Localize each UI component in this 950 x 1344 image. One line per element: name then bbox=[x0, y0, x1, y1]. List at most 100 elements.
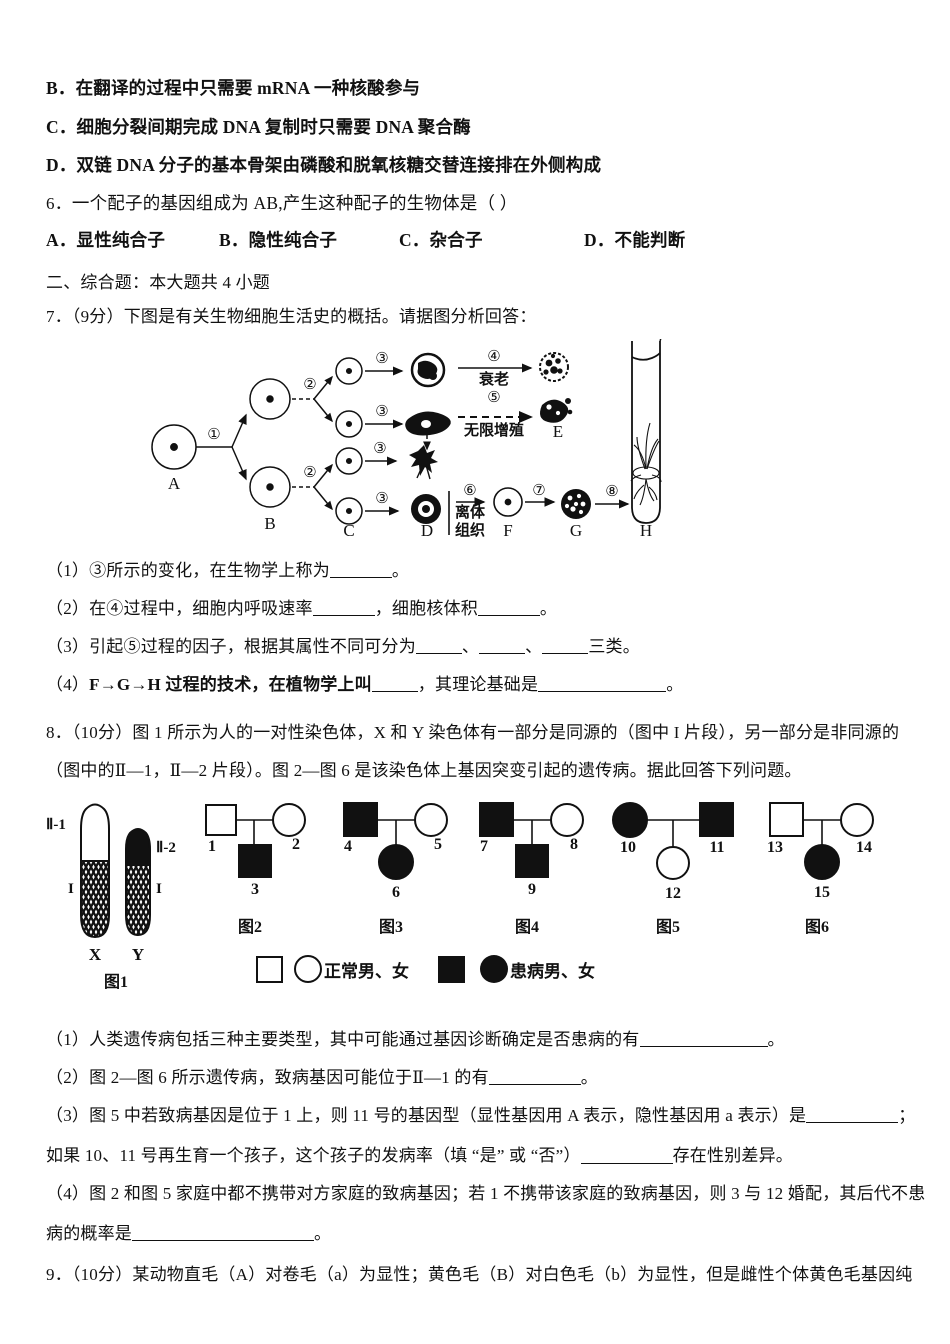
question-9-score: （10分） bbox=[71, 1264, 133, 1284]
q7-sub-1-tail: 。 bbox=[391, 560, 410, 580]
question-6-text: 一个配子的基因组成为 AB,产生这种配子的生物体是（ ） bbox=[71, 192, 518, 213]
q7-sub-3-text-1: 引起⑤过程的因子，根据其属性不同可分为 bbox=[89, 636, 416, 656]
option-c-label: C． bbox=[46, 116, 77, 137]
q7-sub-4-text-2: ，其理论基础是 bbox=[417, 675, 539, 695]
member-id-4: 4 bbox=[344, 838, 352, 855]
q7-sub-3-no: （3） bbox=[46, 636, 90, 656]
pedigree-fig5: 10 11 12 图5 bbox=[612, 802, 734, 936]
q8-sub-1-no: （1） bbox=[46, 1030, 90, 1050]
q8-sub-3-cont-blank[interactable] bbox=[580, 1146, 673, 1164]
member-id-11: 11 bbox=[709, 839, 724, 856]
q7-sub-2-text-2: ，细胞核体积 bbox=[374, 598, 478, 618]
annotation-tissue-2: 组织 bbox=[455, 521, 485, 539]
member-id-2: 2 bbox=[292, 836, 300, 853]
annotation-tissue-1: 离体 bbox=[455, 503, 486, 521]
member-id-8: 8 bbox=[570, 836, 578, 853]
q8-sub-3-tail: ； bbox=[898, 1106, 916, 1126]
question-8-text-1: 图 1 所示为人的一对性染色体，X 和 Y 染色体有一部分是同源的（图中 I 片… bbox=[132, 723, 900, 743]
q7-sub-1: （1）③所示的变化，在生物学上称为 。 bbox=[46, 561, 918, 579]
q7-sub-1-no: （1） bbox=[46, 560, 90, 580]
q8-sub-2: （2）图 2—图 6 所示遗传病，致病基因可能位于Ⅱ—1 的有。 bbox=[46, 1068, 918, 1086]
figure-5-caption: 图5 bbox=[656, 918, 680, 936]
member-id-13: 13 bbox=[767, 839, 783, 856]
q7-sub-2-blank-2[interactable] bbox=[477, 599, 540, 616]
q7-sub-1-text: ③所示的变化，在生物学上称为 bbox=[89, 560, 330, 580]
annotation-unlimited-proliferation: 无限增殖 bbox=[463, 421, 524, 439]
member-id-10: 10 bbox=[620, 839, 636, 856]
q6-option-b: B．隐性纯合子 bbox=[219, 230, 338, 250]
q8-sub-4-no: （4） bbox=[46, 1183, 90, 1203]
option-d-label: D． bbox=[46, 155, 77, 175]
q8-sub-4-cont-blank[interactable] bbox=[132, 1224, 314, 1241]
q7-sub-2-tail: 。 bbox=[539, 598, 558, 618]
member-id-1: 1 bbox=[208, 838, 216, 855]
q8-sub-2-tail: 。 bbox=[580, 1068, 598, 1088]
q8-sub-2-text: 图 2—图 6 所示遗传病，致病基因可能位于Ⅱ—1 的有 bbox=[89, 1068, 489, 1088]
pedigree-legend: 正常男、女 患病男、女 bbox=[256, 955, 595, 984]
member-id-6: 6 bbox=[392, 884, 400, 901]
q7-sub-3-blank-2[interactable] bbox=[479, 637, 526, 654]
q7-sub-4-blank-1[interactable] bbox=[371, 675, 418, 693]
question-6-stem: 6．一个配子的基因组成为 AB,产生这种配子的生物体是（ ） bbox=[46, 192, 918, 213]
member-id-7: 7 bbox=[480, 838, 488, 855]
q7-sub-2-blank-1[interactable] bbox=[312, 599, 375, 616]
q8-sub-1-blank[interactable] bbox=[639, 1030, 768, 1048]
chrom-label-X: X bbox=[89, 945, 102, 964]
process-1: ① bbox=[207, 427, 220, 443]
q7-sub-4-text-1: F→G→H 过程的技术，在植物学上叫 bbox=[89, 675, 372, 695]
figure-pedigrees: Ⅱ-1 Ⅱ-2 I I X Y 图1 bbox=[46, 797, 926, 1012]
q8-sub-3-text: 图 5 中若致病基因是位于 1 上，则 11 号的基因型（显性基因用 A 表示，… bbox=[89, 1106, 807, 1126]
stage-label-A: A bbox=[168, 474, 181, 493]
option-c-text: 细胞分裂间期完成 DNA 复制时只需要 DNA 聚合酶 bbox=[76, 116, 471, 137]
page-content: B．在翻译的过程中只需要 mRNA 一种核酸参与 C．细胞分裂间期完成 DNA … bbox=[46, 78, 925, 1284]
q7-sub-3-sep-1: 、 bbox=[461, 636, 480, 656]
q8-sub-1: （1）人类遗传病包括三种主要类型，其中可能通过基因诊断确定是否患病的有。 bbox=[46, 1030, 918, 1048]
option-b-label: B． bbox=[46, 78, 76, 98]
q7-sub-4-tail: 。 bbox=[666, 675, 684, 695]
section-2-heading: 二、综合题：本大题共 4 小题 bbox=[46, 272, 270, 292]
legend-normal-text: 正常男、女 bbox=[324, 961, 409, 981]
question-8-stem-line2: （图中的Ⅱ—1，Ⅱ—2 片段）。图 2—图 6 是该染色体上基因突变引起的遗传病… bbox=[46, 762, 918, 779]
stage-label-E: E bbox=[553, 422, 563, 441]
member-id-3: 3 bbox=[251, 881, 259, 898]
question-8-number: 8． bbox=[46, 723, 72, 743]
chrom-label-I-right: I bbox=[156, 881, 162, 897]
pedigree-fig4: 7 8 9 图4 bbox=[479, 802, 584, 936]
q7-sub-3-blank-1[interactable] bbox=[415, 637, 462, 654]
q8-sub-4: （4）图 2 和图 5 家庭中都不携带对方家庭的致病基因；若 1 不携带该家庭的… bbox=[46, 1183, 925, 1203]
q8-sub-1-text: 人类遗传病包括三种主要类型，其中可能通过基因诊断确定是否患病的有 bbox=[89, 1030, 640, 1050]
process-2a: ② bbox=[303, 377, 316, 393]
member-id-12: 12 bbox=[665, 885, 681, 902]
question-7-number: 7． bbox=[46, 306, 72, 326]
chrom-label-II-2: Ⅱ-2 bbox=[156, 840, 176, 856]
member-id-9: 9 bbox=[528, 881, 536, 898]
q8-sub-3-blank[interactable] bbox=[806, 1106, 899, 1124]
q7-sub-1-blank[interactable] bbox=[329, 561, 392, 578]
option-b-row: B．在翻译的过程中只需要 mRNA 一种核酸参与 bbox=[46, 78, 918, 98]
process-2b: ② bbox=[303, 465, 316, 481]
chrom-label-I-left: I bbox=[68, 881, 74, 897]
process-8: ⑧ bbox=[605, 484, 618, 500]
option-c-row: C．细胞分裂间期完成 DNA 复制时只需要 DNA 聚合酶 bbox=[46, 116, 918, 137]
q7-sub-4-blank-2[interactable] bbox=[538, 675, 667, 693]
pedigree-fig6: 13 14 15 图6 bbox=[767, 802, 874, 936]
question-7-stem: 7．（9分）下图是有关生物细胞生活史的概括。请据图分析回答： bbox=[46, 308, 918, 325]
question-9-number: 9． bbox=[46, 1264, 72, 1284]
process-3b: ③ bbox=[375, 404, 388, 420]
figure-3-caption: 图3 bbox=[379, 918, 403, 936]
q7-sub-3-blank-3[interactable] bbox=[542, 637, 589, 654]
question-7-score: （9分） bbox=[71, 306, 124, 326]
stage-label-H: H bbox=[640, 521, 652, 539]
q8-sub-4-text: 图 2 和图 5 家庭中都不携带对方家庭的致病基因；若 1 不携带该家庭的致病基… bbox=[89, 1183, 926, 1203]
chrom-label-Y: Y bbox=[132, 945, 144, 964]
figure-2-caption: 图2 bbox=[238, 918, 262, 936]
stage-label-B: B bbox=[264, 514, 275, 533]
q8-sub-3: （3）图 5 中若致病基因是位于 1 上，则 11 号的基因型（显性基因用 A … bbox=[46, 1106, 918, 1124]
q7-sub-2-no: （2） bbox=[46, 598, 90, 618]
q8-sub-3-no: （3） bbox=[46, 1106, 90, 1126]
q6-option-d: D．不能判断 bbox=[584, 230, 686, 250]
q8-sub-2-blank[interactable] bbox=[488, 1068, 581, 1086]
q6-option-a: A．显性纯合子 bbox=[46, 230, 166, 250]
question-7-text: 下图是有关生物细胞生活史的概括。请据图分析回答： bbox=[123, 306, 537, 326]
